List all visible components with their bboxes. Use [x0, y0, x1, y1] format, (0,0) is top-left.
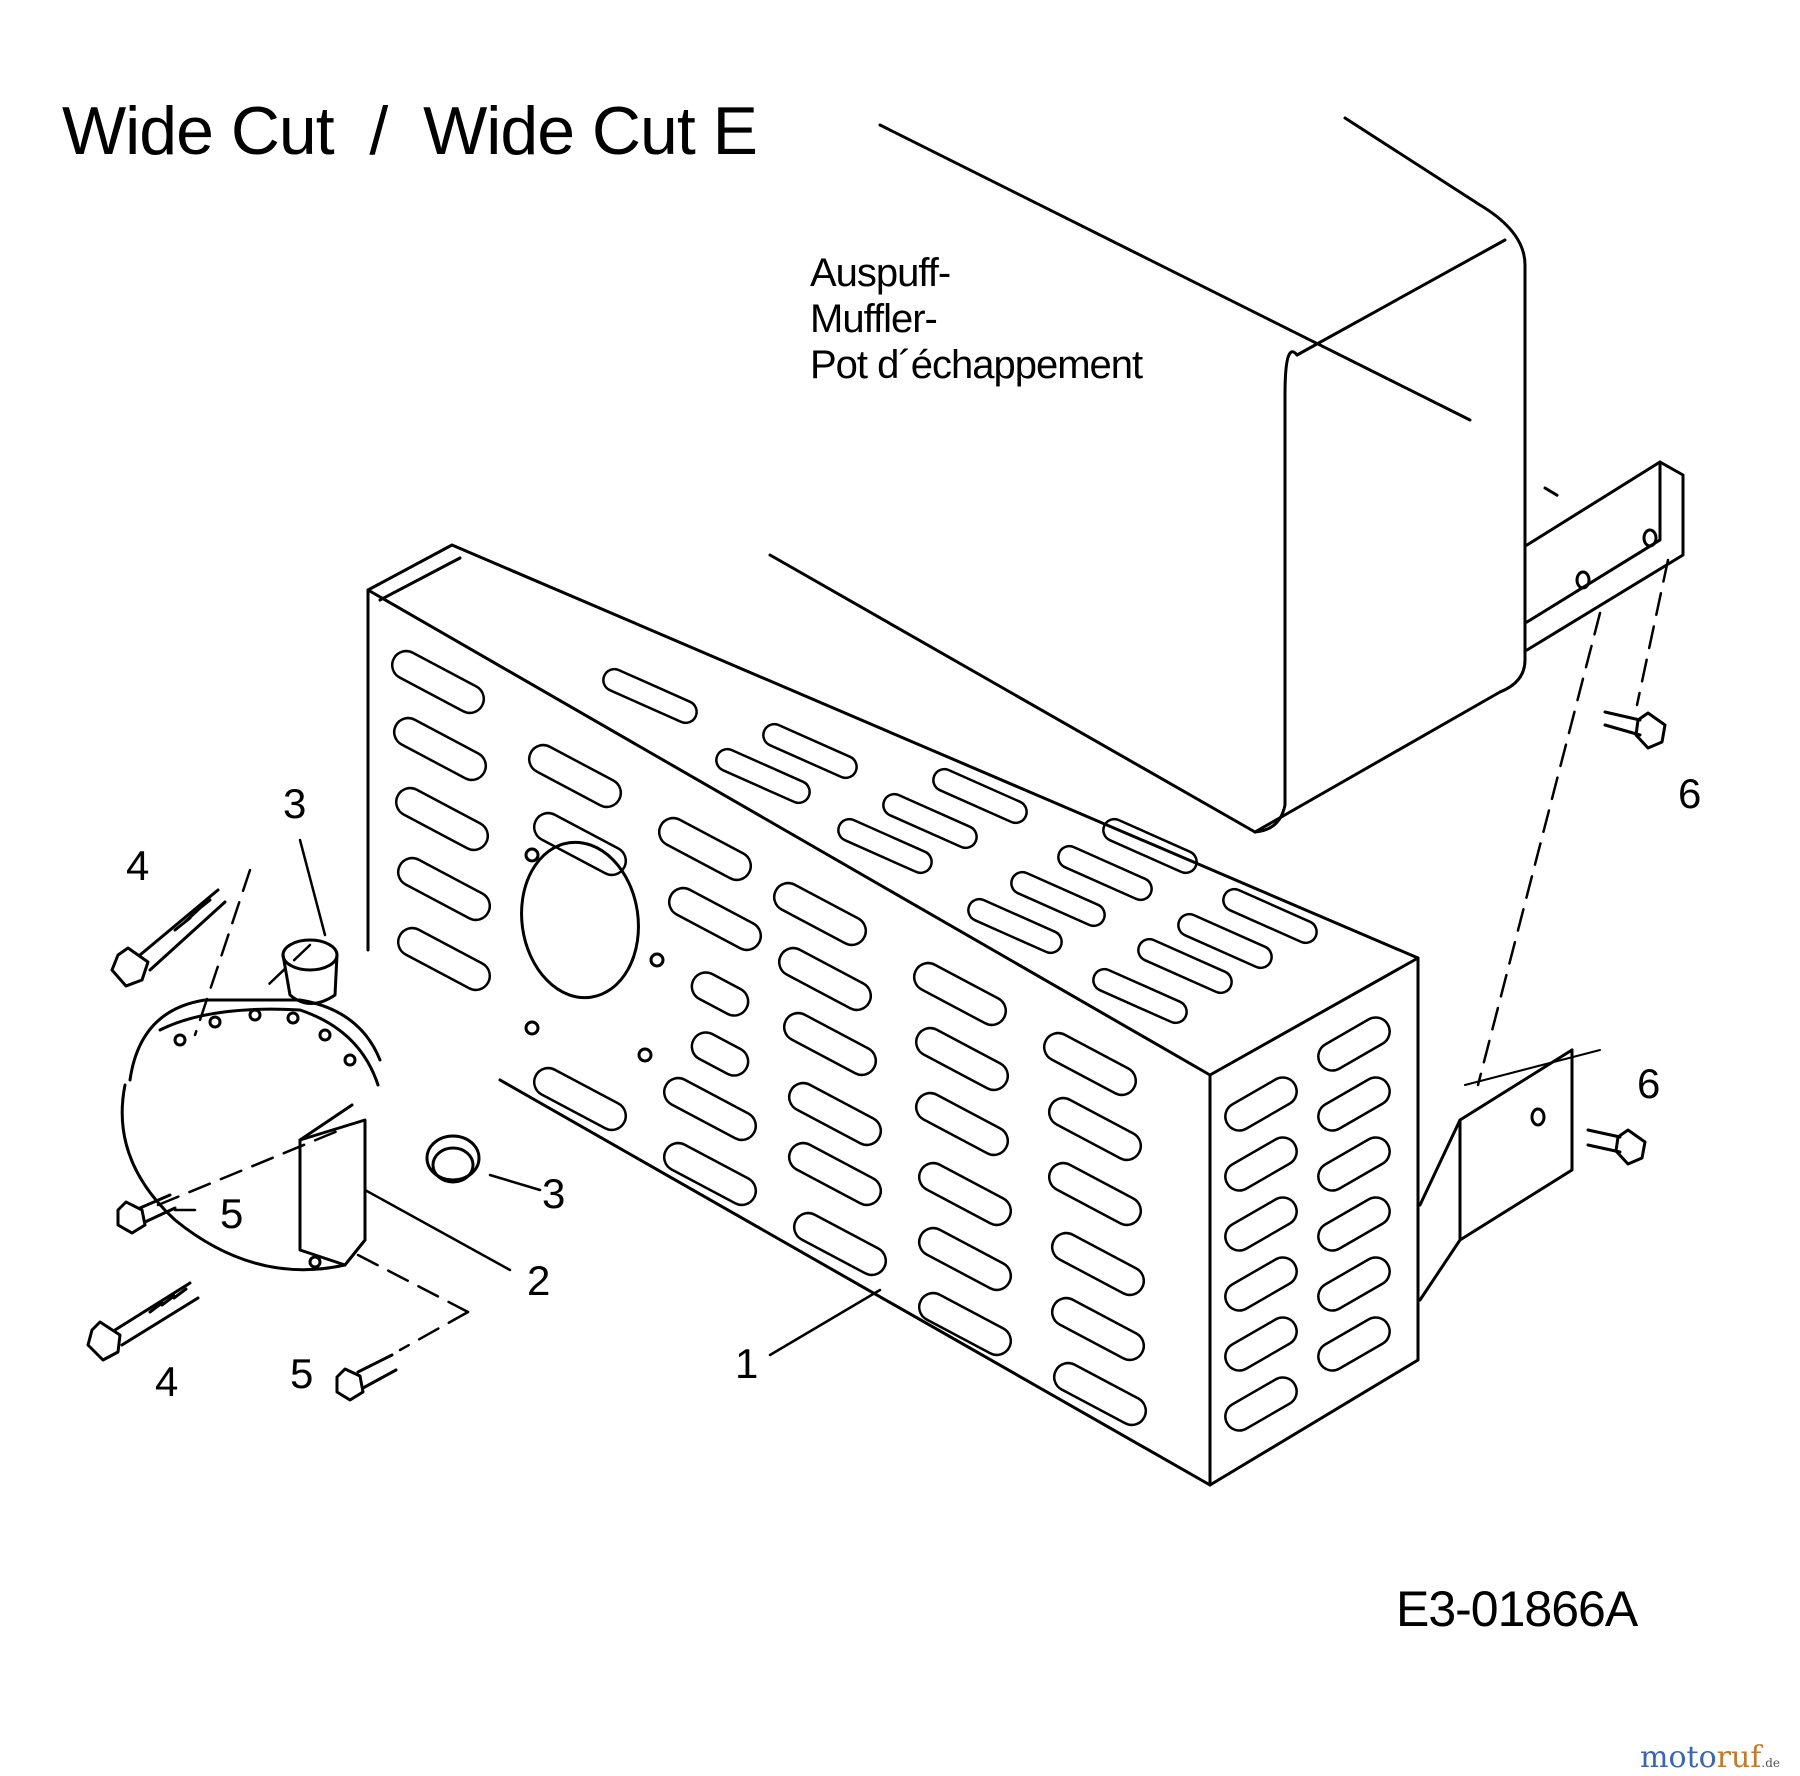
screw-5-left: [116, 1193, 177, 1235]
diagram-title: Wide Cut / Wide Cut E: [62, 93, 758, 169]
mount-hole: [649, 952, 665, 968]
callout-6-upper: 6: [1678, 770, 1702, 817]
part-label-en: Muffler-: [810, 297, 938, 341]
bracket-hole: [1642, 528, 1658, 548]
screw-4-lower: [86, 1281, 200, 1362]
part-description: Auspuff- Muffler- Pot d´échappement: [810, 250, 1143, 388]
part-label-fr: Pot d´échappement: [810, 343, 1143, 387]
mount-hole: [524, 847, 540, 863]
callout-4-upper: 4: [126, 842, 150, 889]
assembly-lines: [156, 558, 1670, 1352]
leader-lines: [173, 838, 882, 1357]
bracket-hole: [1530, 1107, 1546, 1127]
callout-5-left: 5: [220, 1190, 244, 1237]
mount-hole: [524, 1020, 540, 1036]
heat-shield: [366, 543, 1420, 1487]
exhaust-opening: [520, 840, 640, 1000]
callout-1: 1: [735, 1340, 759, 1387]
screw-5-bottom: [335, 1353, 398, 1402]
watermark-de: .de: [1761, 1756, 1781, 1770]
callout-4-lower: 4: [155, 1358, 179, 1405]
callout-6-lower: 6: [1637, 1060, 1661, 1107]
callout-5-bottom: 5: [290, 1350, 314, 1397]
lower-bracket: [1418, 1048, 1601, 1302]
shield-slots-side: [1224, 1016, 1391, 1432]
upper-bracket: [1525, 460, 1685, 652]
spacer-lower: [425, 1134, 481, 1184]
mount-hole: [637, 1047, 653, 1063]
bracket-hole: [1575, 570, 1591, 590]
callout-2: 2: [527, 1257, 551, 1304]
screw-6-lower: [1586, 1128, 1647, 1166]
drawing-code: E3-01866A: [1396, 1581, 1638, 1637]
callout-3-upper: 3: [283, 780, 307, 827]
shield-slots-top: [602, 667, 1318, 1025]
callout-3-lower: 3: [542, 1170, 566, 1217]
watermark-moto: moto: [1640, 1740, 1717, 1775]
spacer-upper: [281, 938, 339, 1005]
watermark-ruf: ruf: [1716, 1740, 1762, 1775]
shield-slots-front: [390, 649, 1148, 1427]
outlet-deflector: [120, 998, 382, 1272]
screw-6-upper: [1603, 710, 1667, 750]
part-label-de: Auspuff-: [810, 251, 951, 295]
screw-4-upper: [110, 888, 227, 988]
muffler-body: [768, 116, 1527, 834]
watermark-logo: motoruf.de: [1640, 1740, 1780, 1775]
